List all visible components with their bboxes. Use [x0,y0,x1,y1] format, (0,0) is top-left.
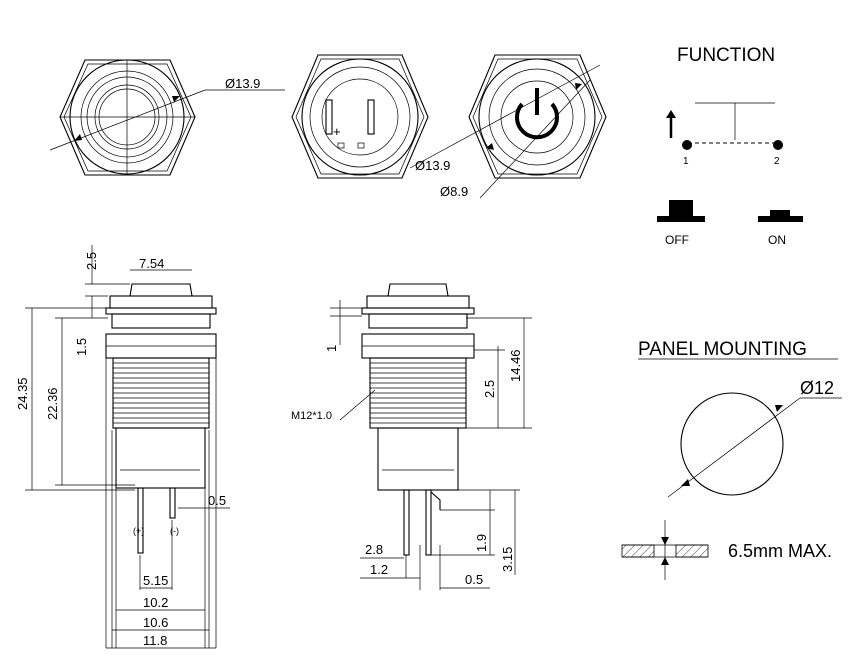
pin-plus-label: (+) [133,526,144,536]
left-dim-22-36: 22.36 [45,387,60,420]
panel-mounting-title: PANEL MOUNTING [638,339,807,360]
right-dim-1: 1 [324,345,339,352]
led-top-view [409,54,607,199]
thread-label: M12*1.0 [291,410,332,422]
led-inner-diameter-label: Ø8.9 [440,184,468,199]
pin-1-label: 1 [683,156,689,167]
pin-2-label: 2 [774,156,780,167]
left-dim-1-5: 1.5 [74,338,89,356]
right-dim-14-46: 14.46 [508,349,523,382]
right-dim-1-2: 1.2 [370,562,388,577]
right-dim-1-9: 1.9 [474,534,489,552]
on-state-icon [758,210,803,222]
front-diameter-label: Ø13.9 [225,76,260,91]
front-top-view [49,59,285,176]
off-label: OFF [665,233,689,247]
right-dim-3-15: 3.15 [500,547,515,572]
back-top-view [291,54,429,179]
panel-thickness-drawing [621,520,709,580]
left-dim-7-54: 7.54 [139,256,164,271]
off-state-icon [657,200,705,222]
panel-hole-drawing [667,392,842,498]
function-schematic [666,102,783,150]
right-dim-2-5: 2.5 [482,380,497,398]
panel-hole-diameter-label: Ø12 [800,378,834,398]
right-dim-2-8: 2.8 [365,542,383,557]
led-outer-diameter-label: Ø13.9 [415,158,450,173]
left-side-view [25,245,230,649]
left-dim-2-5: 2.5 [84,252,99,270]
left-dim-5-15: 5.15 [143,573,168,588]
panel-thickness-label: 6.5mm MAX. [728,541,832,561]
left-dim-11-8: 11.8 [143,633,167,648]
left-dim-10-6: 10.6 [143,615,168,630]
pin-minus-label: (-) [170,526,179,536]
function-title: FUNCTION [677,45,775,66]
left-dim-10-2: 10.2 [143,595,168,610]
on-label: ON [768,233,786,247]
back-plus-label: + [333,124,341,139]
right-dim-0-5: 0.5 [465,572,483,587]
left-dim-24-35: 24.35 [15,377,30,410]
right-side-view [330,283,532,590]
left-dim-0-5: 0.5 [208,493,226,508]
